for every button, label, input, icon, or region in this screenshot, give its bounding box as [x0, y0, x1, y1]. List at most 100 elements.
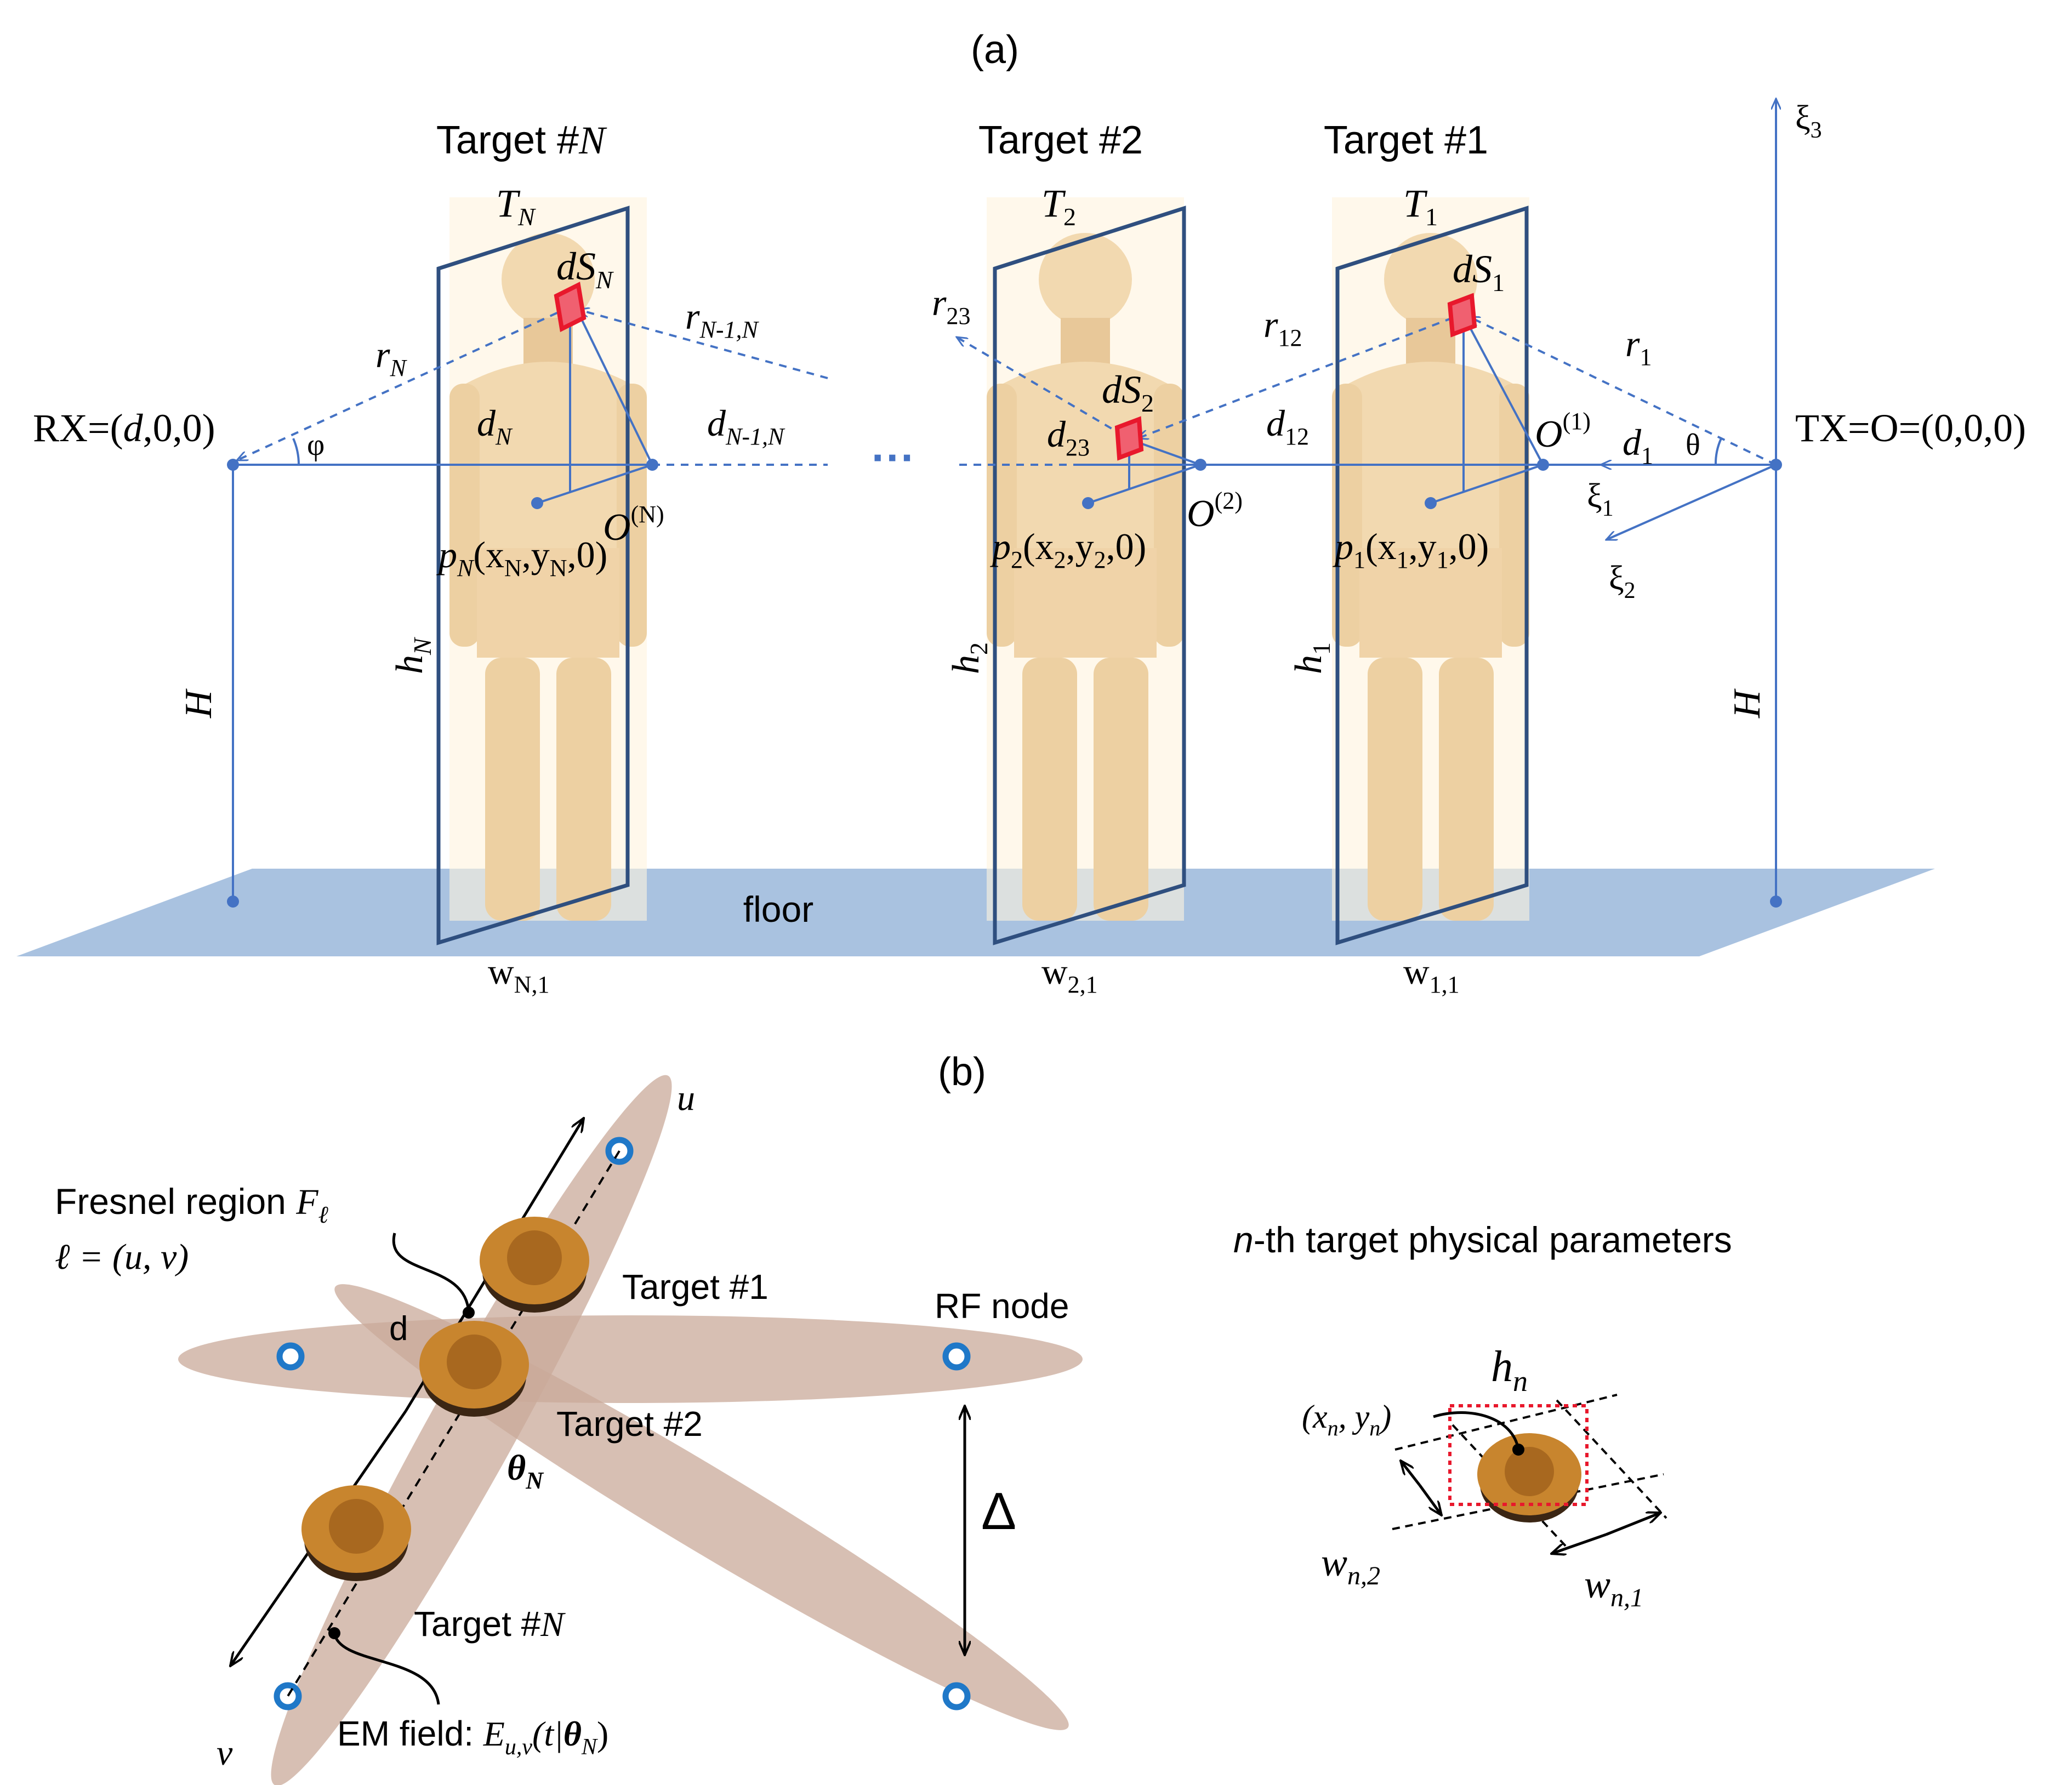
wn1-arrow-b [1606, 1513, 1661, 1536]
patch-2 [1114, 416, 1144, 461]
wn2-arrow-a [1401, 1461, 1421, 1486]
v-label: v [217, 1733, 233, 1773]
rf-node-left [276, 1342, 305, 1371]
human-figure-n [449, 197, 647, 921]
origin-to-patch-2 [1134, 440, 1201, 466]
pos-to-origin-1 [1430, 464, 1544, 504]
r23-label: r23 [932, 282, 970, 329]
wn1-label: wn,1 [1584, 1562, 1643, 1612]
rf-node-v [274, 1682, 302, 1710]
tx-label: TX=O=(0,0,0) [1795, 406, 2026, 450]
person-target-n [301, 1485, 411, 1581]
plane-label-2: T2 [1041, 181, 1076, 231]
patch-1 [1447, 293, 1477, 338]
xi3-label: ξ3 [1795, 99, 1822, 143]
ray-rn1n [578, 310, 828, 379]
fresnel-label: Fresnel region Fℓ [55, 1181, 329, 1228]
pos-to-origin-n [537, 464, 653, 504]
d23-label: d23 [1047, 413, 1090, 461]
rf-node-bottom-right [942, 1682, 971, 1710]
origin-to-patch-1 [1465, 320, 1544, 465]
title-target-n: Target #N [436, 118, 607, 162]
r1-label: r1 [1625, 323, 1652, 370]
position-label-1: p1(x1,y1,0) [1333, 526, 1489, 573]
rn-label: rN [375, 334, 407, 381]
target-2-label: Target #2 [556, 1404, 703, 1444]
position-label-2: p2(x2,y2,0) [990, 526, 1146, 573]
ray-rn [237, 306, 571, 461]
floor-plane [16, 869, 1935, 956]
rx-height-label: H [178, 688, 220, 718]
target-plane-1 [1335, 206, 1529, 945]
params-title: n-th target physical parameters [1233, 1219, 1732, 1260]
ray-r23 [957, 337, 1125, 437]
rx-point [227, 459, 239, 471]
tx-floor-point [1770, 896, 1782, 908]
height-label-2: h2 [945, 642, 993, 674]
panel-a: (a) floor [16, 28, 2026, 998]
target-plane-2 [993, 206, 1186, 945]
r12-label: r12 [1263, 304, 1302, 351]
panel-b-label: (b) [938, 1050, 986, 1094]
origin-label-1: O(1) [1535, 408, 1591, 455]
target-plane-n [436, 206, 630, 945]
title-target-2: Target #2 [978, 118, 1143, 162]
phi-arc [292, 438, 300, 465]
person-parameter [1477, 1433, 1581, 1522]
human-figure-1 [1332, 197, 1529, 921]
wn1-arrow-a [1551, 1533, 1607, 1554]
ellipsis: ··· [872, 433, 915, 482]
u-label: u [677, 1078, 695, 1118]
d12-label: d12 [1266, 402, 1309, 450]
plane-label-n: TN [496, 181, 536, 231]
patch-label-2: dS2 [1102, 368, 1154, 417]
wn2-label: wn,2 [1321, 1541, 1380, 1590]
em-callout-line [333, 1633, 440, 1705]
person-target-2 [419, 1321, 529, 1417]
em-field-label: EM field: Eu,v(t|θN) [337, 1714, 608, 1760]
panel-a-label: (a) [971, 28, 1019, 72]
title-target-1: Target #1 [1324, 118, 1488, 162]
origin-to-patch-n [574, 306, 653, 465]
theta-n-label: θN [507, 1448, 544, 1494]
target-1-label: Target #1 [622, 1267, 769, 1307]
height-label-1: h1 [1288, 642, 1335, 674]
xi1-label: ξ1 [1587, 477, 1614, 521]
d1-label: d1 [1623, 421, 1653, 469]
patch-label-1: dS1 [1453, 247, 1505, 296]
xi2-label: ξ2 [1609, 560, 1636, 603]
hn-label: hn [1491, 1343, 1528, 1398]
fresnel-lu-label: ℓ = (u, v) [55, 1237, 189, 1277]
fresnel-callout-dot [463, 1307, 475, 1319]
origin-label-n: O(N) [603, 501, 664, 549]
xi2-axis [1606, 464, 1777, 541]
width-label-2: w2,1 [1041, 952, 1098, 998]
target-n-label: Target #N [414, 1604, 566, 1644]
xy-label: (xn, yn) [1302, 1399, 1391, 1440]
floor-label: floor [743, 889, 813, 929]
theta-arc [1714, 438, 1722, 465]
patch-label-n: dSN [556, 244, 614, 294]
patch-n [554, 282, 587, 332]
dn1n-label: dN-1,N [707, 402, 785, 450]
tx-height-label: H [1726, 688, 1768, 718]
width-label-1: w1,1 [1403, 952, 1460, 998]
bounding-box [1448, 1404, 1589, 1506]
rf-node-label: RF node [935, 1286, 1069, 1326]
width-label-n: wN,1 [488, 952, 549, 998]
delta-label: Δ [981, 1482, 1016, 1541]
fresnel-callout-line [392, 1233, 470, 1313]
origin-label-2: O(2) [1187, 487, 1243, 535]
person-target-1 [480, 1217, 589, 1313]
position-label-n: pN(xN,yN,0) [436, 534, 607, 581]
dn-label: dN [477, 402, 513, 450]
rn1n-label: rN-1,N [685, 295, 759, 343]
plane-label-1: T1 [1403, 181, 1438, 231]
xy-callout-line [1433, 1411, 1520, 1450]
rx-label: RX=(d,0,0) [33, 406, 215, 450]
phi-label: φ [307, 428, 325, 462]
height-label-n: hN [389, 637, 436, 674]
wn2-arrow-b [1418, 1484, 1442, 1515]
rx-floor-point [227, 896, 239, 908]
